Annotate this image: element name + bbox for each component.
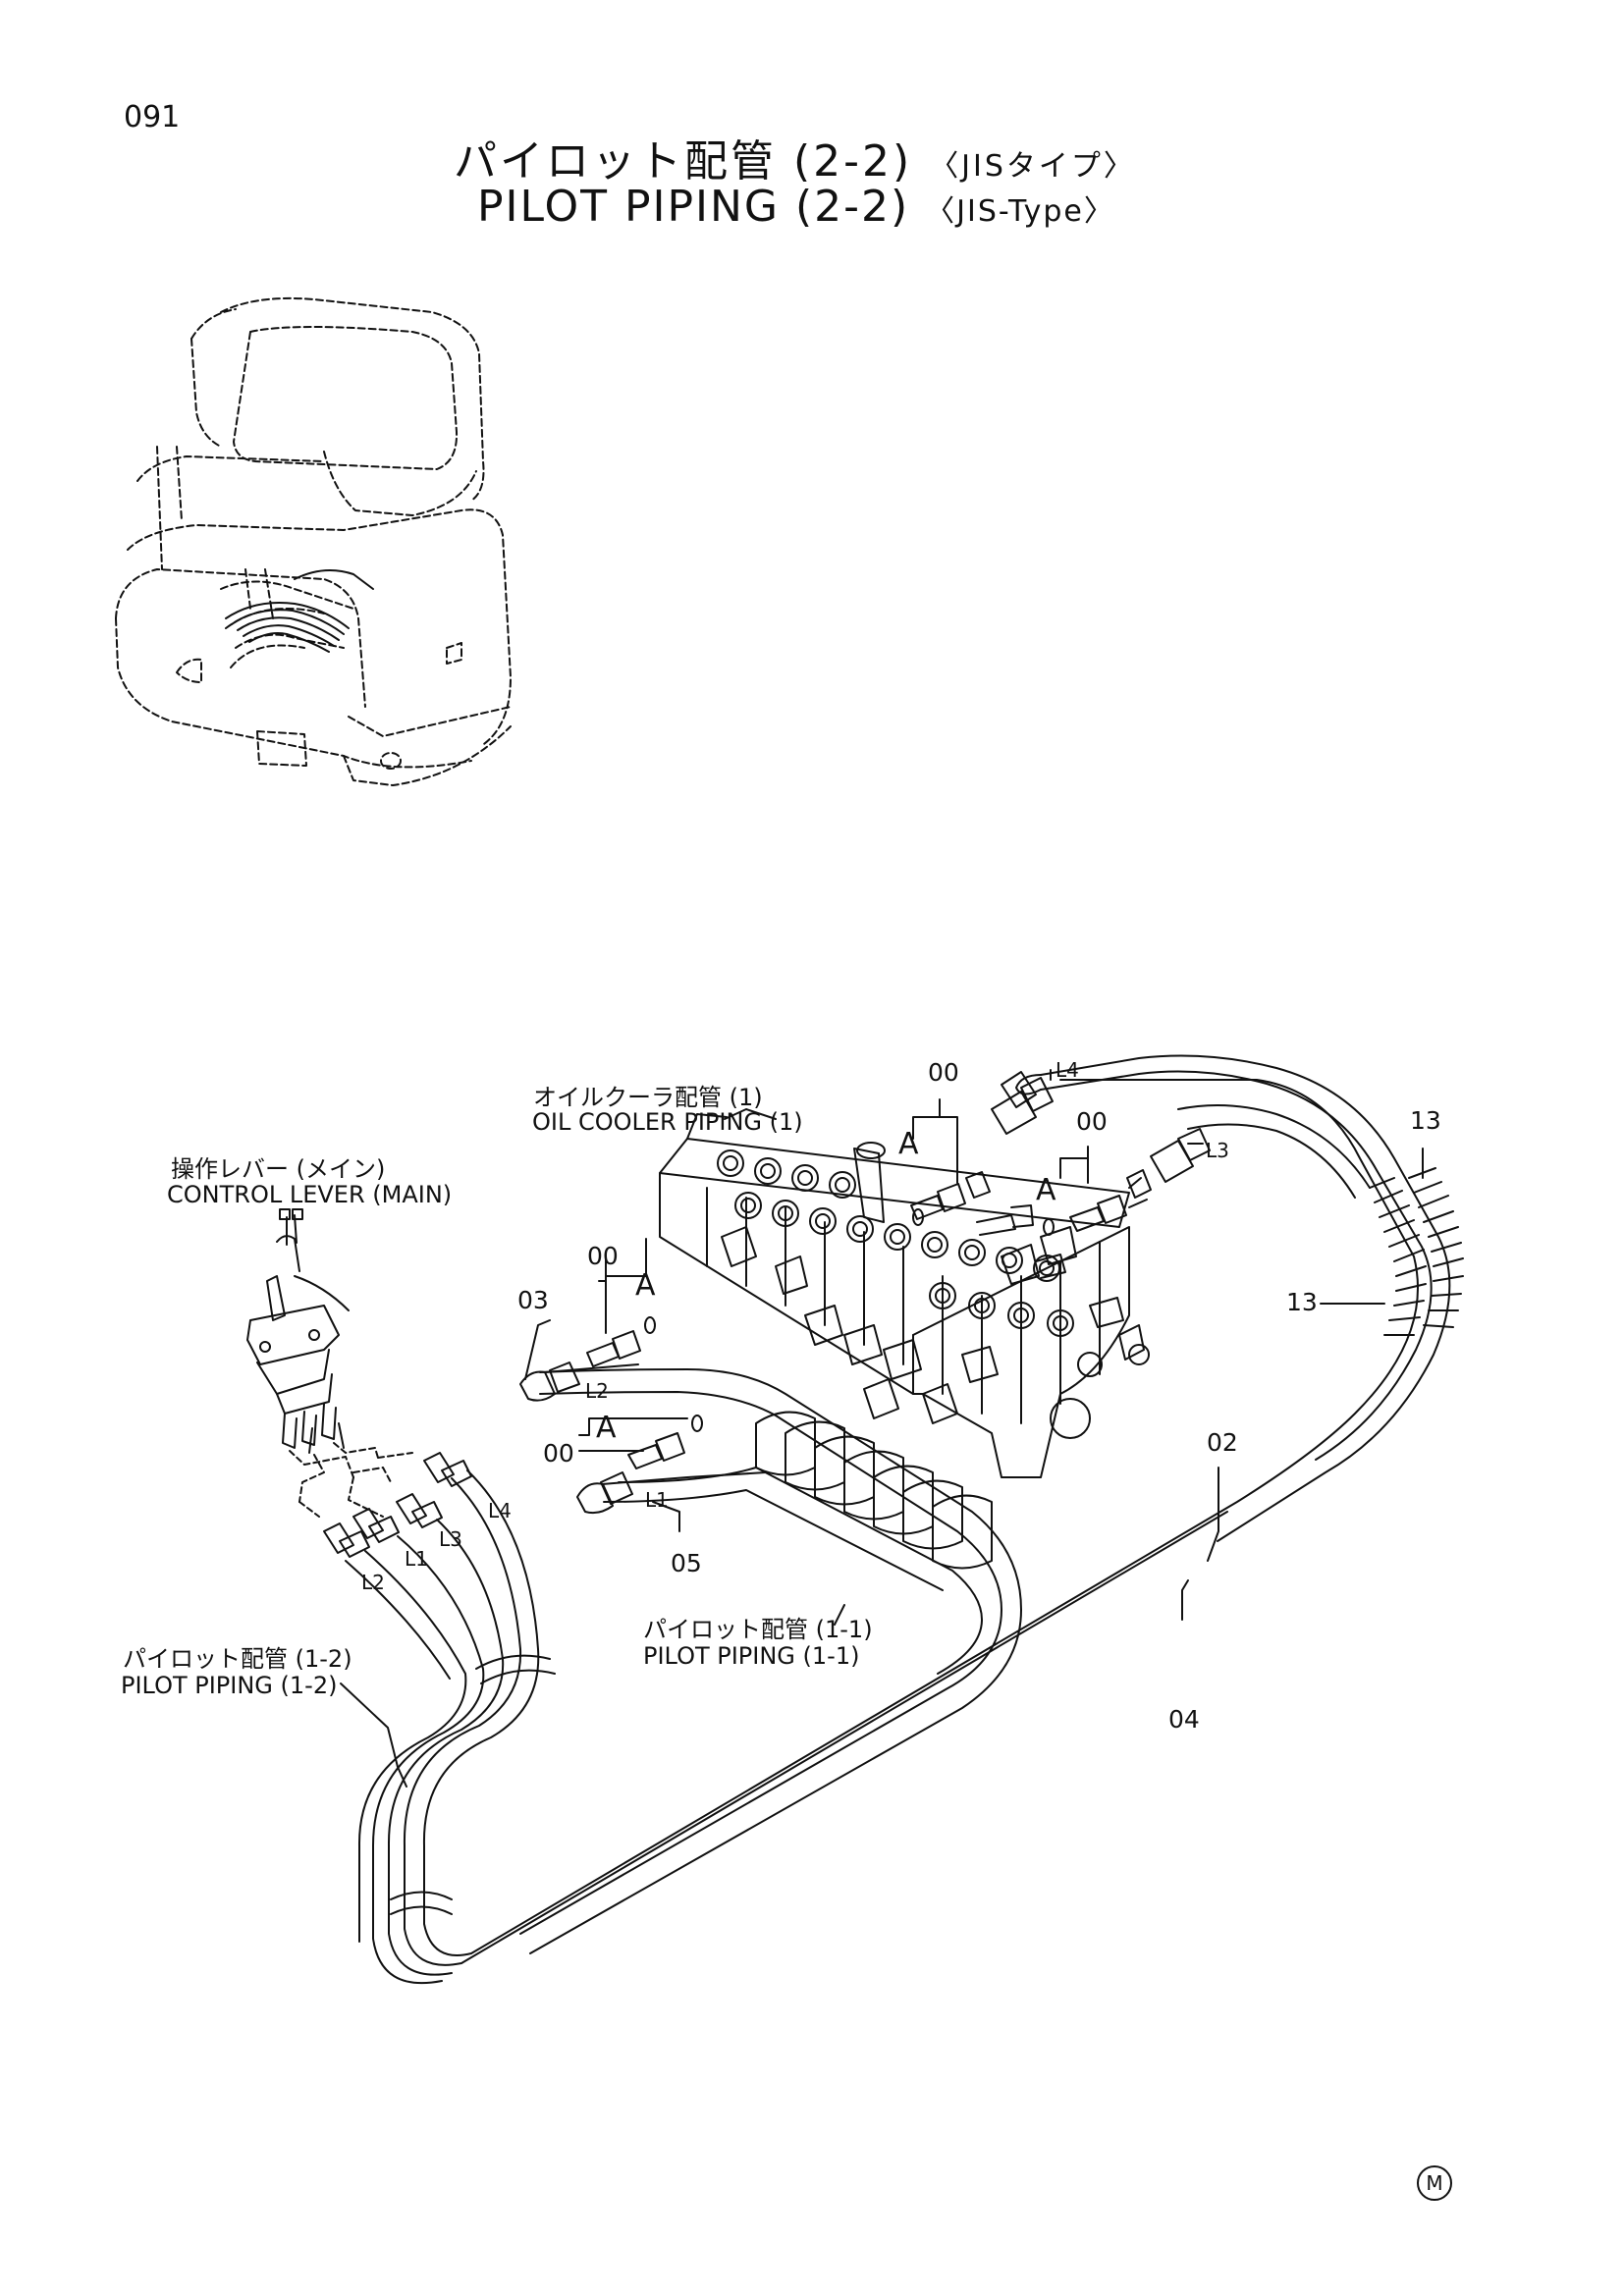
label-pilot-11-en: PILOT PIPING (1-1) bbox=[643, 1642, 860, 1670]
control-lever-illustration bbox=[246, 1208, 413, 1518]
leader-lines bbox=[340, 1069, 1424, 1788]
callout-l4-left: L4 bbox=[488, 1499, 512, 1522]
lever-hose-fittings bbox=[323, 1452, 472, 1558]
callout-a-right: A bbox=[1036, 1173, 1056, 1207]
control-valve-block bbox=[659, 1108, 1150, 1478]
title-jp-tag: 〈JISタイプ〉 bbox=[929, 149, 1136, 184]
callout-l4-top: L4 bbox=[1056, 1058, 1079, 1082]
callout-a-left: A bbox=[635, 1268, 656, 1303]
adapter-fittings bbox=[519, 1077, 1211, 1515]
callout-03: 03 bbox=[517, 1286, 549, 1314]
label-control-lever-en: CONTROL LEVER (MAIN) bbox=[167, 1181, 453, 1208]
callout-00-bottom: 00 bbox=[543, 1439, 574, 1468]
label-oil-cooler-en: OIL COOLER PIPING (1) bbox=[532, 1108, 803, 1136]
callout-l2-left: L2 bbox=[361, 1571, 385, 1594]
title-english: PILOT PIPING (2-2) 〈JIS-Type〉 bbox=[477, 182, 1115, 232]
pilot-11-coiled-hoses bbox=[519, 1368, 1022, 1954]
title-en-text: PILOT PIPING (2-2) bbox=[477, 182, 910, 232]
label-pilot-12-jp: パイロット配管 (1-2) bbox=[123, 1645, 352, 1673]
machine-overview-illustration bbox=[115, 296, 512, 786]
label-pilot-11-jp: パイロット配管 (1-1) bbox=[643, 1616, 873, 1643]
callout-l2-mid: L2 bbox=[585, 1379, 609, 1403]
callout-l3-left: L3 bbox=[439, 1527, 462, 1551]
valve-ports bbox=[717, 1149, 1150, 1439]
callout-00-right: 00 bbox=[1076, 1107, 1108, 1136]
valve-spools bbox=[721, 1142, 1145, 1424]
right-hoses bbox=[1001, 1054, 1464, 1542]
label-control-lever-jp: 操作レバー (メイン) bbox=[171, 1155, 386, 1183]
callout-04: 04 bbox=[1168, 1705, 1200, 1734]
title-jp-text: パイロット配管 (2-2) bbox=[454, 136, 913, 187]
callout-00-top: 00 bbox=[928, 1058, 959, 1087]
label-oil-cooler-jp: オイルクーラ配管 (1) bbox=[533, 1084, 763, 1111]
callout-13-mid: 13 bbox=[1286, 1288, 1318, 1316]
circled-m-mark: M bbox=[1417, 2165, 1452, 2201]
callout-02: 02 bbox=[1207, 1428, 1238, 1457]
callout-a-top: A bbox=[898, 1127, 919, 1161]
callout-05: 05 bbox=[671, 1549, 702, 1577]
callout-00-left: 00 bbox=[587, 1242, 619, 1270]
page-number: 091 bbox=[124, 100, 181, 134]
title-japanese: パイロット配管 (2-2) 〈JISタイプ〉 bbox=[454, 126, 1136, 188]
machine-overview-solid-detail bbox=[225, 569, 374, 653]
callout-l1-mid: L1 bbox=[645, 1488, 669, 1512]
callout-l1-left: L1 bbox=[405, 1547, 428, 1571]
callout-13-top: 13 bbox=[1410, 1106, 1441, 1135]
callout-a-bottom: A bbox=[596, 1411, 617, 1445]
callout-l3-top: L3 bbox=[1206, 1139, 1229, 1162]
title-en-tag: 〈JIS-Type〉 bbox=[925, 194, 1115, 229]
pilot-hose-bundle bbox=[345, 1079, 1419, 1985]
label-pilot-12-en: PILOT PIPING (1-2) bbox=[121, 1672, 338, 1699]
